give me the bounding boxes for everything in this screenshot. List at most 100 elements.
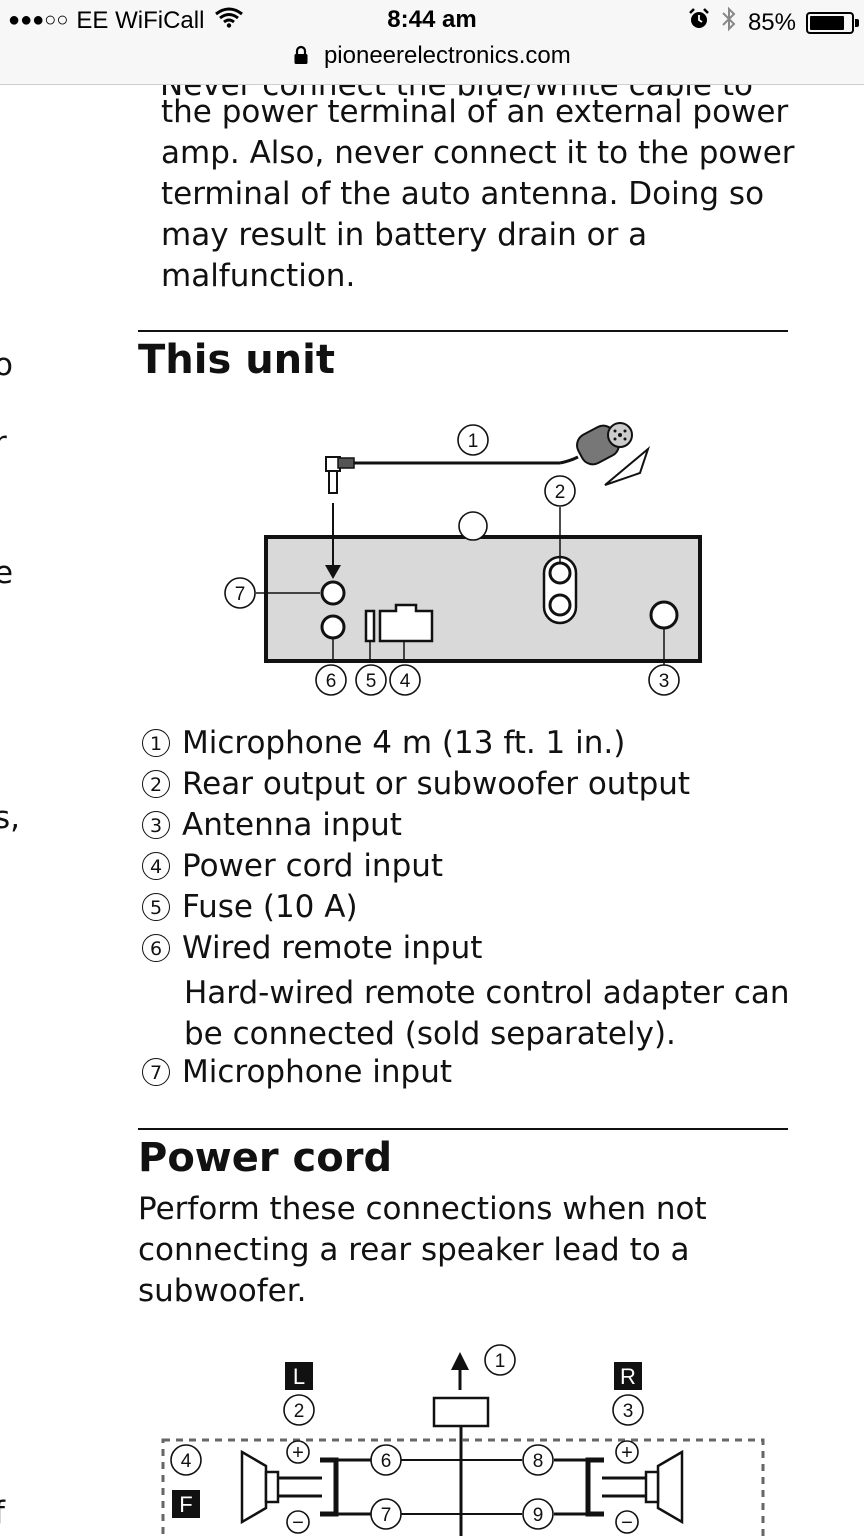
callout-5-text: 5 xyxy=(366,671,377,692)
callout-4-text: 4 xyxy=(400,671,411,692)
list-item: 4 Power cord input xyxy=(142,848,443,884)
left-column-fragment: r xyxy=(0,425,7,461)
svg-text:−: − xyxy=(621,1512,633,1534)
intro-line: may result in battery drain or a xyxy=(161,217,648,253)
power-cord-connector xyxy=(378,603,434,643)
left-column-fragment: o xyxy=(0,347,13,383)
left-label-box: L xyxy=(285,1362,313,1390)
url-domain: pioneerelectronics.com xyxy=(323,42,571,69)
badges: 1 2 7 6 5 4 3 xyxy=(224,424,680,696)
section-divider xyxy=(138,1128,788,1130)
wifi-icon xyxy=(214,6,244,35)
this-unit-diagram: 1 2 7 6 5 4 3 xyxy=(224,422,702,696)
item-label: Wired remote input xyxy=(182,930,483,966)
item-note-line: Hard-wired remote control adapter can xyxy=(184,975,790,1011)
item-number: 6 xyxy=(142,934,170,962)
right-label: R xyxy=(620,1364,636,1389)
list-item: 7 Microphone input xyxy=(142,1054,452,1090)
alarm-icon xyxy=(688,8,710,37)
status-right: 85% xyxy=(688,6,859,39)
callout-9: 9 xyxy=(522,1498,554,1530)
left-label: L xyxy=(293,1364,305,1389)
callout-text: 6 xyxy=(381,1451,392,1472)
item-number: 4 xyxy=(142,852,170,880)
callout-4: 4 xyxy=(389,664,421,696)
item-number: 7 xyxy=(142,1058,170,1086)
callout-3: 3 xyxy=(612,1394,644,1426)
callout-1: 1 xyxy=(484,1344,516,1376)
signal-strength-icon: ●●●○○ xyxy=(8,9,69,31)
left-column-fragment: s, xyxy=(0,800,21,836)
callout-text: 1 xyxy=(495,1351,506,1372)
status-left: ●●●○○ EE WiFiCall xyxy=(8,6,244,35)
power-cord-line: Perform these connections when not xyxy=(138,1191,707,1227)
list-item: 6 Wired remote input xyxy=(142,930,482,966)
battery-fill xyxy=(810,15,844,30)
item-label: Antenna input xyxy=(182,807,402,843)
battery-icon xyxy=(806,11,859,34)
partially-hidden-line: Never connect the blue/white cable to xyxy=(160,85,753,103)
callout-6-text: 6 xyxy=(326,671,337,692)
item-label: Rear output or subwoofer output xyxy=(182,766,691,802)
item-number: 2 xyxy=(142,770,170,798)
callout-2: 2 xyxy=(283,1394,315,1426)
wired-remote-jack xyxy=(320,614,346,640)
callout-text: 2 xyxy=(294,1401,305,1422)
callout-text: 3 xyxy=(623,1401,634,1422)
svg-text:+: + xyxy=(621,1442,633,1464)
fuse xyxy=(364,609,376,643)
callout-7-text: 7 xyxy=(235,584,246,605)
speaker-area-border xyxy=(161,1438,765,1536)
power-cord-line: subwoofer. xyxy=(138,1273,307,1309)
item-number: 1 xyxy=(142,729,170,757)
mic-plug-collar xyxy=(337,457,355,469)
callout-7: 7 xyxy=(224,577,256,609)
connector-box xyxy=(432,1396,490,1428)
microphone-icon xyxy=(559,422,651,486)
right-label-box: R xyxy=(614,1362,642,1390)
left-column-fragment: e xyxy=(0,555,14,591)
left-speaker-icon xyxy=(240,1449,339,1525)
intro-line: the power terminal of an external power xyxy=(161,94,789,130)
item-label: Microphone 4 m (13 ft. 1 in.) xyxy=(182,725,626,761)
item-number: 3 xyxy=(142,811,170,839)
list-item: 5 Fuse (10 A) xyxy=(142,889,358,925)
front-label: F xyxy=(179,1492,192,1517)
callout-4: 4 xyxy=(170,1444,202,1476)
page-content: Never connect the blue/white cable to th… xyxy=(0,85,864,1536)
intro-line: terminal of the auto antenna. Doing so xyxy=(161,176,765,212)
battery-tip xyxy=(855,18,859,27)
callout-5: 5 xyxy=(355,664,387,696)
callout-2: 2 xyxy=(544,475,576,507)
callout-1: 1 xyxy=(457,424,489,456)
callout-text: 8 xyxy=(533,1451,544,1472)
item-label: Microphone input xyxy=(182,1054,453,1090)
url-bar[interactable]: pioneerelectronics.com xyxy=(0,42,864,72)
right-speaker-icon xyxy=(585,1449,684,1525)
power-cord-line: connecting a rear speaker lead to a xyxy=(138,1232,690,1268)
item-label: Power cord input xyxy=(182,848,444,884)
power-cord-diagram: L R F xyxy=(161,1344,765,1536)
callout-text: 9 xyxy=(533,1505,544,1526)
battery-percent: 85% xyxy=(747,8,796,36)
left-column-fragment: f xyxy=(0,1495,5,1531)
section-divider xyxy=(138,330,788,332)
status-bar: ●●●○○ EE WiFiCall 8:44 am 85% xyxy=(0,0,864,85)
callout-3-text: 3 xyxy=(659,671,670,692)
microphone-input-jack xyxy=(320,580,346,606)
antenna-input-jack xyxy=(649,600,679,630)
svg-text:−: − xyxy=(292,1512,304,1534)
lock-icon xyxy=(293,44,309,72)
list-item: 2 Rear output or subwoofer output xyxy=(142,766,690,802)
status-time: 8:44 am xyxy=(387,6,477,33)
svg-text:+: + xyxy=(292,1442,304,1464)
callout-text: 7 xyxy=(381,1505,392,1526)
callout-6: 6 xyxy=(370,1444,402,1476)
mic-plug-tip xyxy=(328,470,338,494)
intro-line: malfunction. xyxy=(161,258,356,294)
this-unit-heading: This unit xyxy=(138,337,335,383)
carrier-name: EE WiFiCall xyxy=(76,6,205,34)
callout-3: 3 xyxy=(648,664,680,696)
item-number: 5 xyxy=(142,893,170,921)
list-item: 1 Microphone 4 m (13 ft. 1 in.) xyxy=(142,725,625,761)
